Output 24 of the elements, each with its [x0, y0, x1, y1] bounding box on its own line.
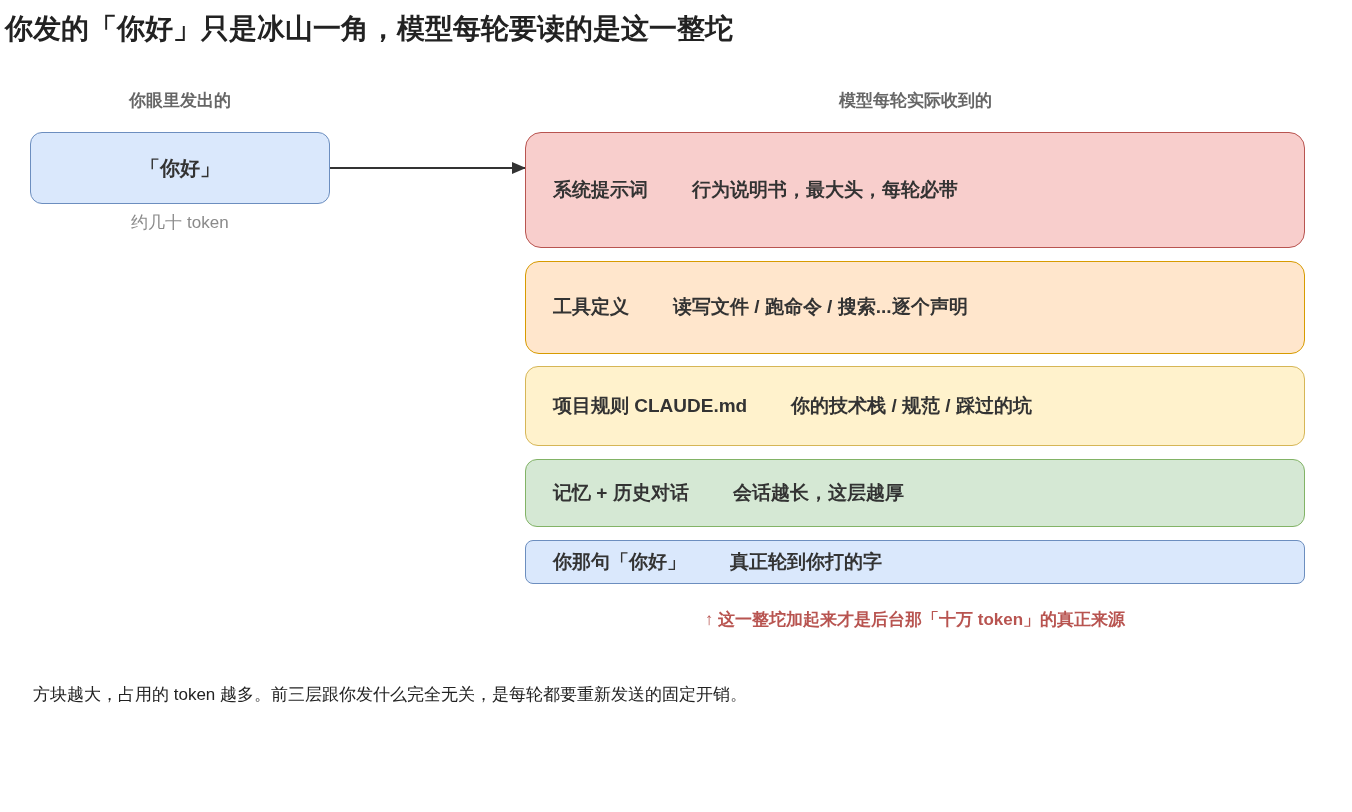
layer-description: 行为说明书，最大头，每轮必带 [692, 177, 958, 202]
diagram-title: 你发的「你好」只是冰山一角，模型每轮要读的是这一整坨 [5, 12, 733, 46]
footnote-text: ↑ 这一整坨加起来才是后台那「十万 token」的真正来源 [703, 609, 1127, 631]
explanation-text: 方块越大，占用的 token 越多。前三层跟你发什么完全无关，是每轮都要重新发送的固定开销。 [33, 684, 749, 706]
layer-title: 系统提示词 [553, 177, 648, 202]
arrow [329, 162, 526, 174]
layer-box [525, 261, 1305, 354]
layer-box [525, 540, 1305, 584]
layer-title: 项目规则 CLAUDE.md [553, 393, 748, 418]
layer-box [525, 366, 1305, 446]
layer-title: 你那句「你好」 [553, 549, 686, 574]
layer-description: 你的技术栈 / 规范 / 踩过的坑 [791, 393, 1032, 418]
layer-box [525, 132, 1305, 248]
layer-description: 真正轮到你打的字 [730, 549, 882, 574]
layer-title: 记忆 + 历史对话 [553, 480, 689, 505]
layer-title: 工具定义 [553, 295, 629, 320]
layer-description: 会话越长，这层越厚 [732, 480, 904, 505]
layer-box [525, 459, 1305, 527]
message-box [30, 132, 330, 204]
message-text: 「你好」 [140, 156, 220, 181]
layer-description: 读写文件 / 跑命令 / 搜索...逐个声明 [673, 295, 968, 320]
column-heading: 模型每轮实际收到的 [837, 90, 993, 112]
token-count-caption: 约几十 token [130, 212, 230, 234]
column-heading: 你眼里发出的 [128, 90, 232, 112]
